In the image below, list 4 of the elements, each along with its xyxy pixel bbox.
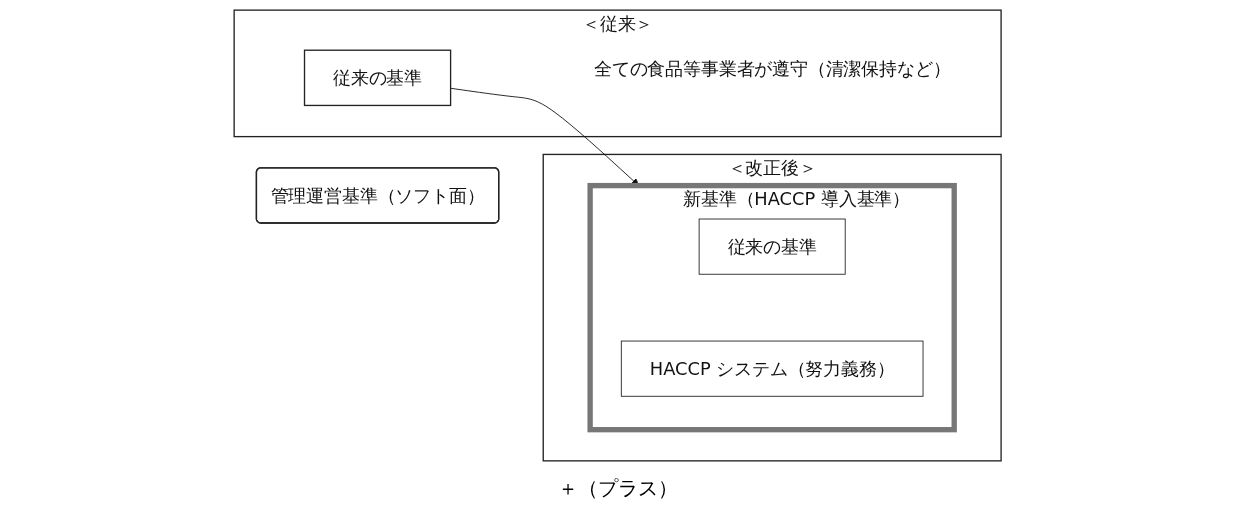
node-box: 従来の基準 xyxy=(303,49,452,106)
node-box: 従来の基準 xyxy=(698,218,846,275)
note-text: ＋（プラス） xyxy=(557,476,678,500)
node-box: HACCP システム（努力義務） xyxy=(620,340,924,397)
